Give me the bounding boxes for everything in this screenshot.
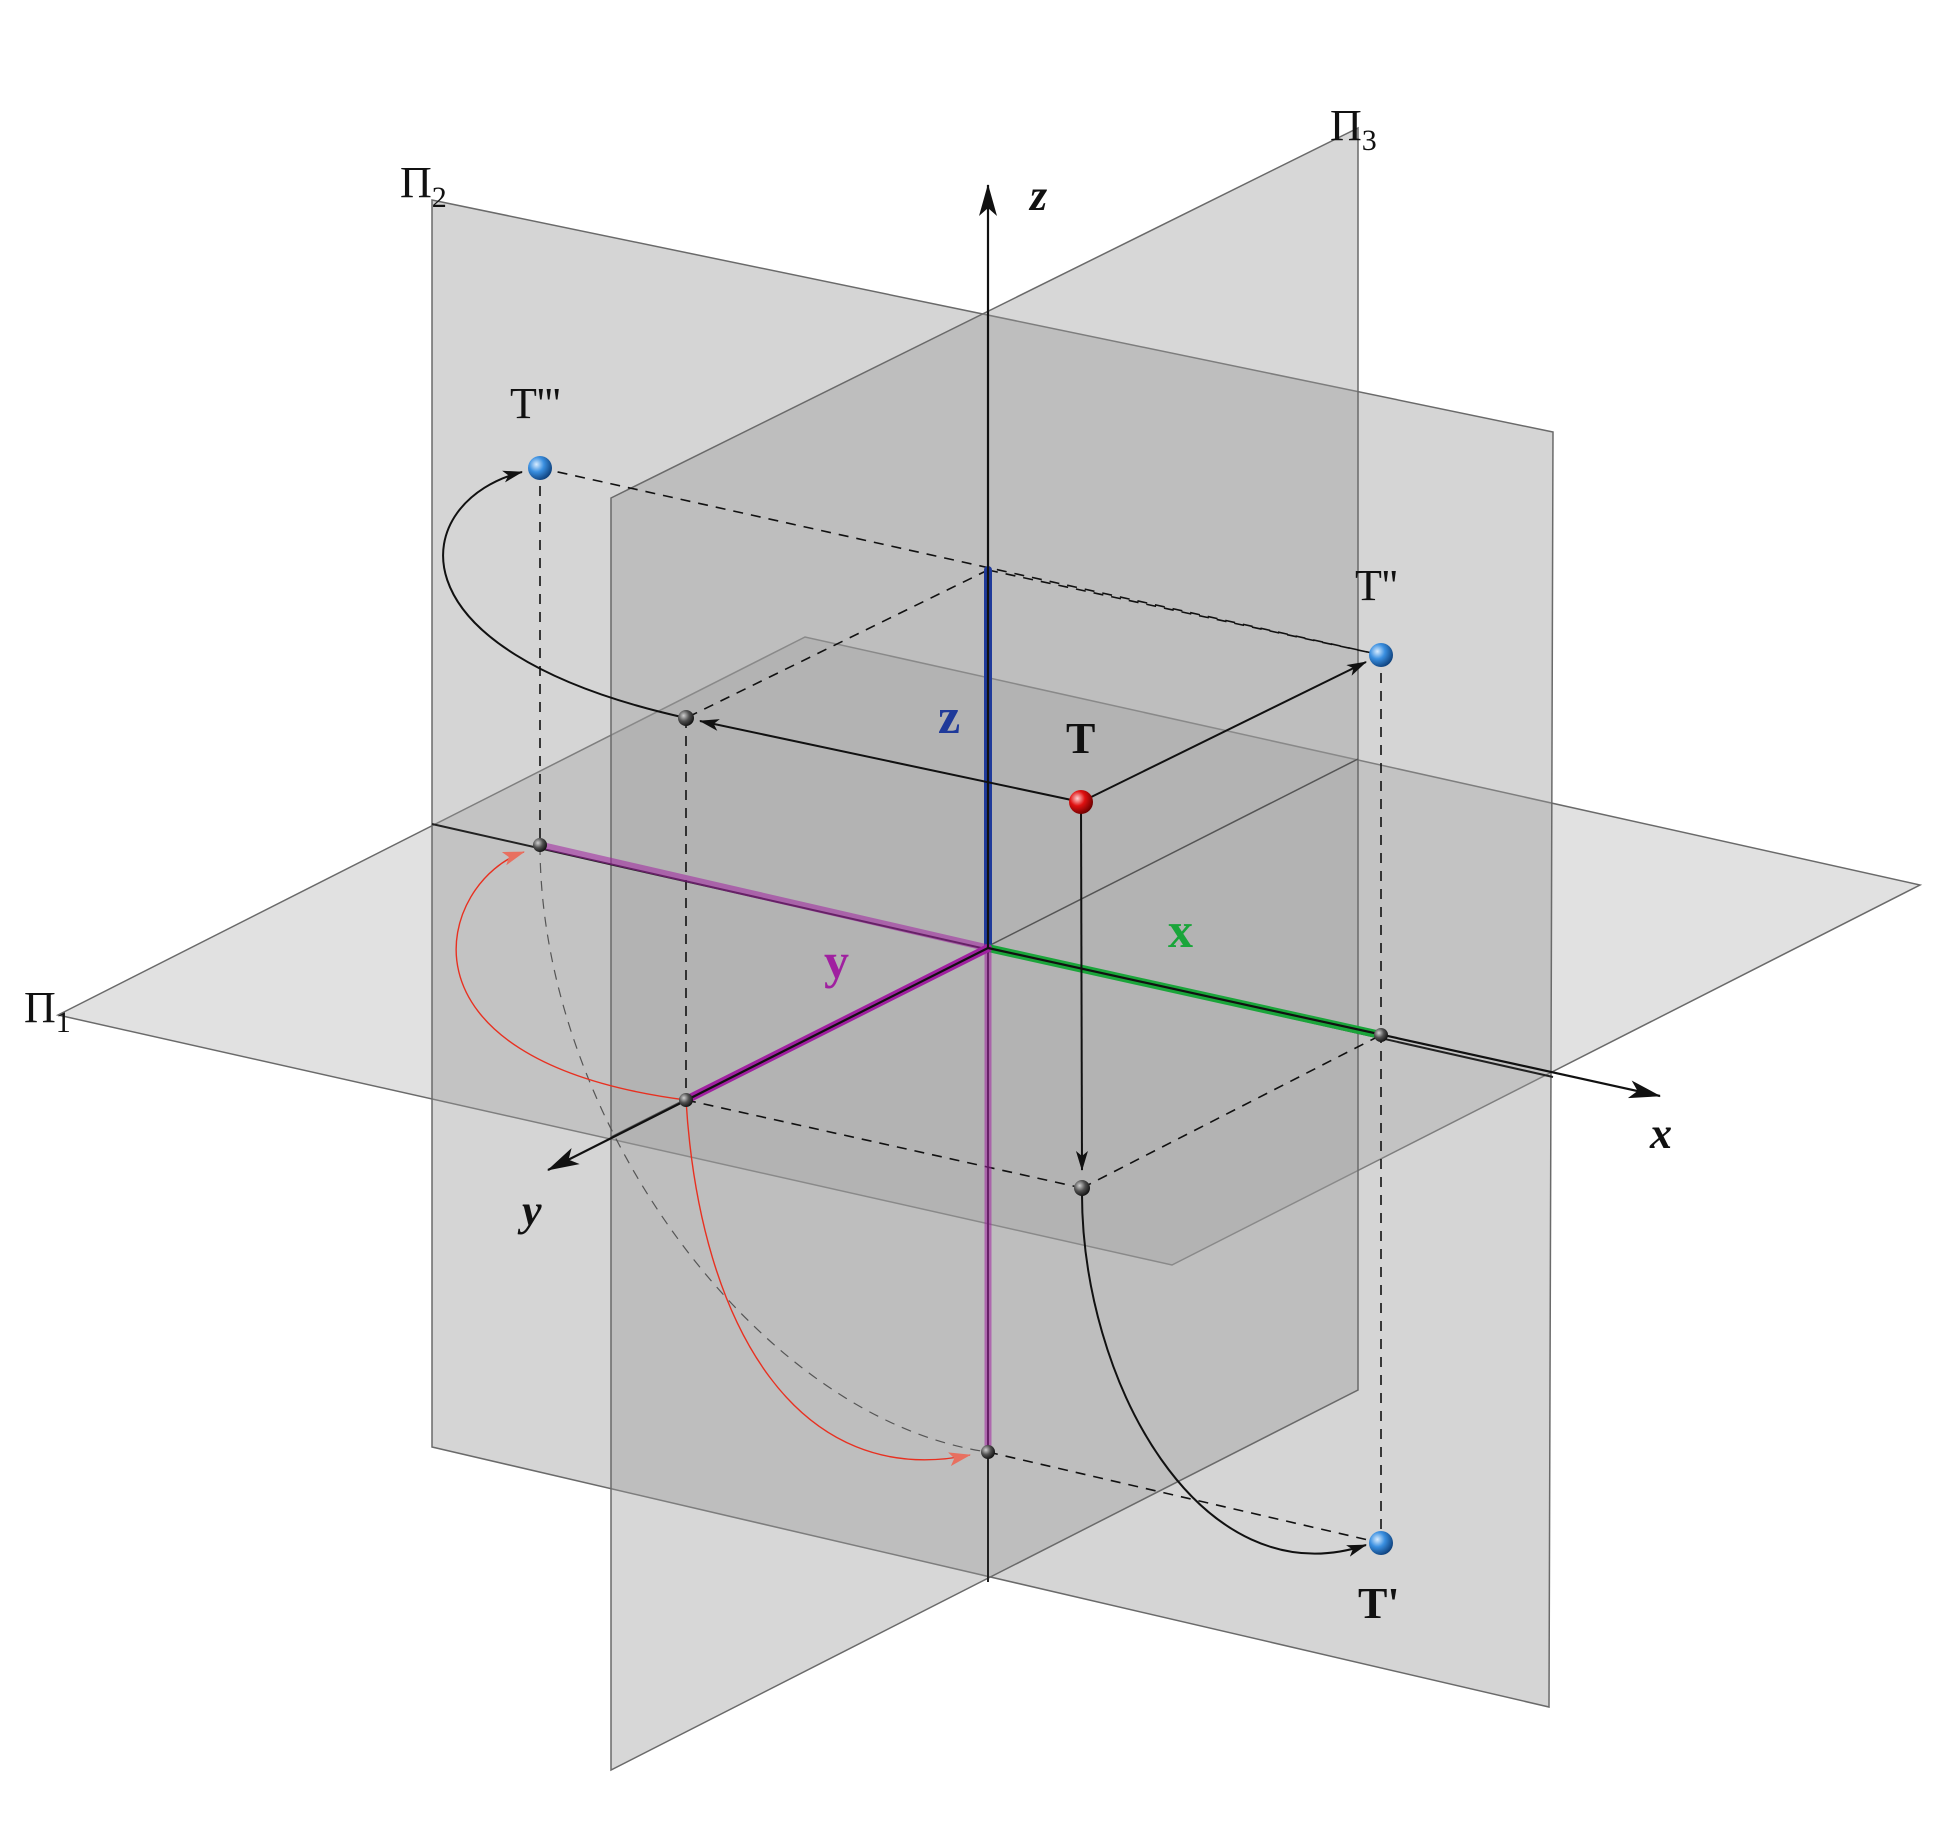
projectors [539,467,1382,1544]
label-pi2: Π2 [400,158,447,214]
plane-pi2 [431,199,1554,1708]
construction-points [533,710,1388,1459]
segment-y-on-pi3 [536,841,992,952]
rotation-arcs [442,470,1367,1557]
axis-y [547,947,989,1171]
arc-y-to-pi2 [685,1099,971,1467]
label-point-T2: T'' [1355,561,1398,610]
arc-to-T1 [1080,1187,1367,1557]
point-y [679,1093,693,1107]
label-segment-z: z [938,688,960,744]
projection-arrows [699,661,1367,1171]
label-axis-z: z [1028,171,1047,220]
label-axis-y: y [517,1186,542,1235]
point-T3 [528,456,552,480]
arc-to-T3 [442,470,687,719]
labels: Π1 Π2 Π3 z x y z x y T T'' T''' T' [24,101,1672,1628]
label-point-T1: T' [1358,1579,1400,1628]
axis-x [987,946,1661,1099]
arrow-to-pi3 [699,719,1082,803]
label-segment-y: y [824,933,849,989]
label-segment-x: x [1168,902,1193,958]
axes [547,184,1661,1171]
point-yz [678,710,694,726]
label-point-T3: T''' [510,379,561,428]
label-axis-x: x [1649,1109,1672,1158]
point-T [1069,790,1093,814]
point-T1 [1369,1531,1393,1555]
main-points [528,456,1393,1555]
point-xy [1074,1180,1090,1196]
point-y-pi3 [533,838,547,852]
arc-y-to-pi3 [455,851,687,1101]
point-T2 [1369,643,1393,667]
arrow-to-pi1 [1075,801,1088,1171]
label-point-T: T [1066,714,1095,763]
arrow-to-pi2 [1080,661,1367,803]
point-y-pi2 [981,1445,995,1459]
label-pi1: Π1 [24,983,71,1039]
point-x [1374,1028,1388,1042]
label-pi3: Π3 [1330,101,1377,157]
